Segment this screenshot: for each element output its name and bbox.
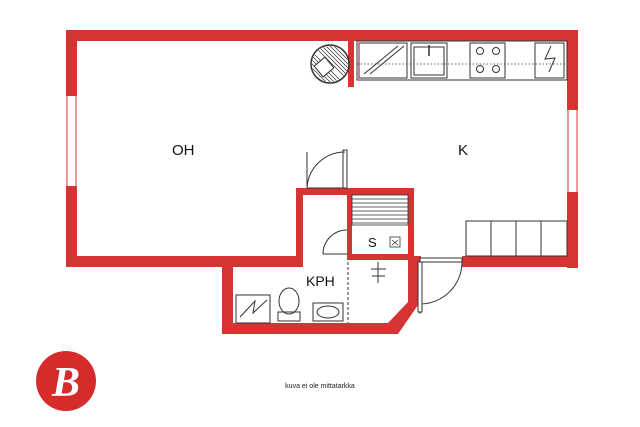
room-label-living: OH [172, 142, 195, 159]
bathroom-fixtures [235, 262, 386, 324]
room-label-sauna: S [368, 235, 377, 250]
interior-walls [222, 41, 414, 267]
sauna-bench [351, 194, 409, 248]
fireplace-icon [310, 44, 350, 84]
room-label-kitchen: K [458, 142, 468, 159]
brand-logo: B [36, 351, 96, 411]
scale-disclaimer: kuva ei ole mittatarkka [285, 383, 355, 390]
kitchen-cabinets [465, 220, 568, 257]
windows [66, 96, 578, 192]
logo-letter: B [51, 360, 80, 406]
kitchen-counter [356, 40, 568, 81]
doors [306, 149, 463, 314]
room-label-bathroom: KPH [306, 273, 335, 289]
